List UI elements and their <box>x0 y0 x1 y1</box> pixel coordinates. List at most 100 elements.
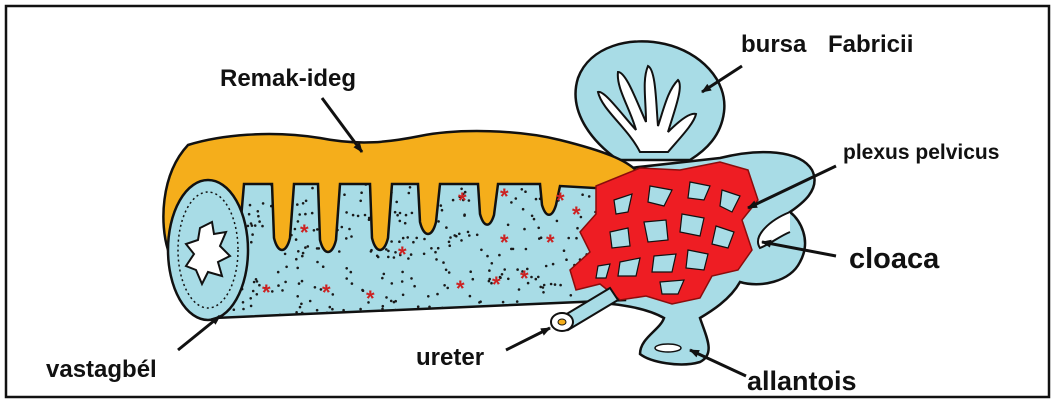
stipple-dot <box>402 237 405 240</box>
stipple-dot <box>342 309 345 312</box>
stipple-dot <box>350 235 353 238</box>
stipple-dot <box>428 306 431 309</box>
stipple-dot <box>460 239 463 242</box>
stipple-dot <box>472 278 475 281</box>
red-star-marker: * <box>500 184 509 209</box>
stipple-dot <box>537 276 540 279</box>
stipple-dot <box>296 267 299 270</box>
stipple-dot <box>480 249 483 252</box>
stipple-dot <box>565 258 568 261</box>
stipple-dot <box>304 246 307 249</box>
stipple-dot <box>381 277 384 280</box>
red-star-marker: * <box>520 266 529 291</box>
stipple-dot <box>341 226 344 229</box>
stipple-dot <box>401 280 404 283</box>
stipple-dot <box>448 271 451 274</box>
stipple-dot <box>281 289 284 292</box>
stipple-dot <box>338 250 341 253</box>
stipple-dot <box>521 188 524 191</box>
stipple-dot <box>469 295 472 298</box>
stipple-dot <box>314 286 317 289</box>
stipple-dot <box>345 237 348 240</box>
stipple-dot <box>537 227 540 230</box>
stipple-dot <box>406 236 409 239</box>
stipple-dot <box>581 193 584 196</box>
stipple-dot <box>491 262 494 265</box>
stipple-dot <box>359 308 362 311</box>
red-star-marker: * <box>300 220 309 245</box>
stipple-dot <box>351 282 354 285</box>
stipple-dot <box>297 220 300 223</box>
stipple-dot <box>448 241 451 244</box>
stipple-dot <box>305 200 308 203</box>
stipple-dot <box>515 197 518 200</box>
stipple-dot <box>449 236 452 239</box>
stipple-dot <box>350 271 353 274</box>
stipple-dot <box>257 210 260 213</box>
stipple-dot <box>258 220 261 223</box>
stipple-dot <box>316 309 319 312</box>
stipple-dot <box>488 269 491 272</box>
stipple-dot <box>331 308 334 311</box>
stipple-dot <box>316 228 319 231</box>
stipple-dot <box>445 226 448 229</box>
stipple-dot <box>250 222 253 225</box>
stipple-dot <box>304 213 307 216</box>
stipple-dot <box>445 269 448 272</box>
stipple-dot <box>399 220 402 223</box>
stipple-dot <box>242 301 245 304</box>
stipple-dot <box>297 250 300 253</box>
stipple-dot <box>543 284 546 287</box>
stipple-dot <box>257 215 260 218</box>
stipple-dot <box>252 290 255 293</box>
stipple-dot <box>446 287 449 290</box>
stipple-dot <box>255 293 258 296</box>
stipple-dot <box>588 195 591 198</box>
stipple-dot <box>360 191 363 194</box>
stipple-dot <box>531 215 534 218</box>
stipple-dot <box>370 249 373 252</box>
stipple-dot <box>535 278 538 281</box>
label-vastagbel: vastagbél <box>46 356 157 383</box>
stipple-dot <box>364 214 367 217</box>
stipple-dot <box>307 245 310 248</box>
label-allantois: allantois <box>747 366 857 396</box>
red-star-marker: * <box>456 276 465 301</box>
red-star-marker: * <box>398 242 407 267</box>
stipple-dot <box>467 231 470 234</box>
stipple-dot <box>516 268 519 271</box>
stipple-dot <box>309 300 312 303</box>
stipple-dot <box>404 222 407 225</box>
stipple-dot <box>563 249 566 252</box>
stipple-dot <box>545 265 548 268</box>
stipple-dot <box>415 237 418 240</box>
stipple-dot <box>402 294 405 297</box>
red-star-marker: * <box>262 280 271 305</box>
stipple-dot <box>448 244 451 247</box>
stipple-dot <box>261 225 264 228</box>
stipple-dot <box>452 199 455 202</box>
stipple-dot <box>435 258 438 261</box>
stipple-dot <box>423 238 426 241</box>
stipple-dot <box>434 251 437 254</box>
label-remak-ideg: Remak-ideg <box>220 65 356 92</box>
stipple-dot <box>412 241 415 244</box>
stipple-dot <box>575 237 578 240</box>
label-fabricii: Fabricii <box>828 31 913 58</box>
stipple-dot <box>316 261 319 264</box>
red-star-marker: * <box>546 230 555 255</box>
stipple-dot <box>250 305 253 308</box>
stipple-dot <box>258 284 261 287</box>
stipple-dot <box>343 193 346 196</box>
stipple-dot <box>295 258 298 261</box>
stipple-dot <box>301 280 304 283</box>
stipple-dot <box>410 253 413 256</box>
stipple-dot <box>316 247 319 250</box>
stipple-dot <box>394 211 397 214</box>
stipple-dot <box>254 224 257 227</box>
stipple-dot <box>271 290 274 293</box>
stipple-dot <box>437 220 440 223</box>
stipple-dot <box>501 273 504 276</box>
red-star-marker: * <box>556 188 565 213</box>
